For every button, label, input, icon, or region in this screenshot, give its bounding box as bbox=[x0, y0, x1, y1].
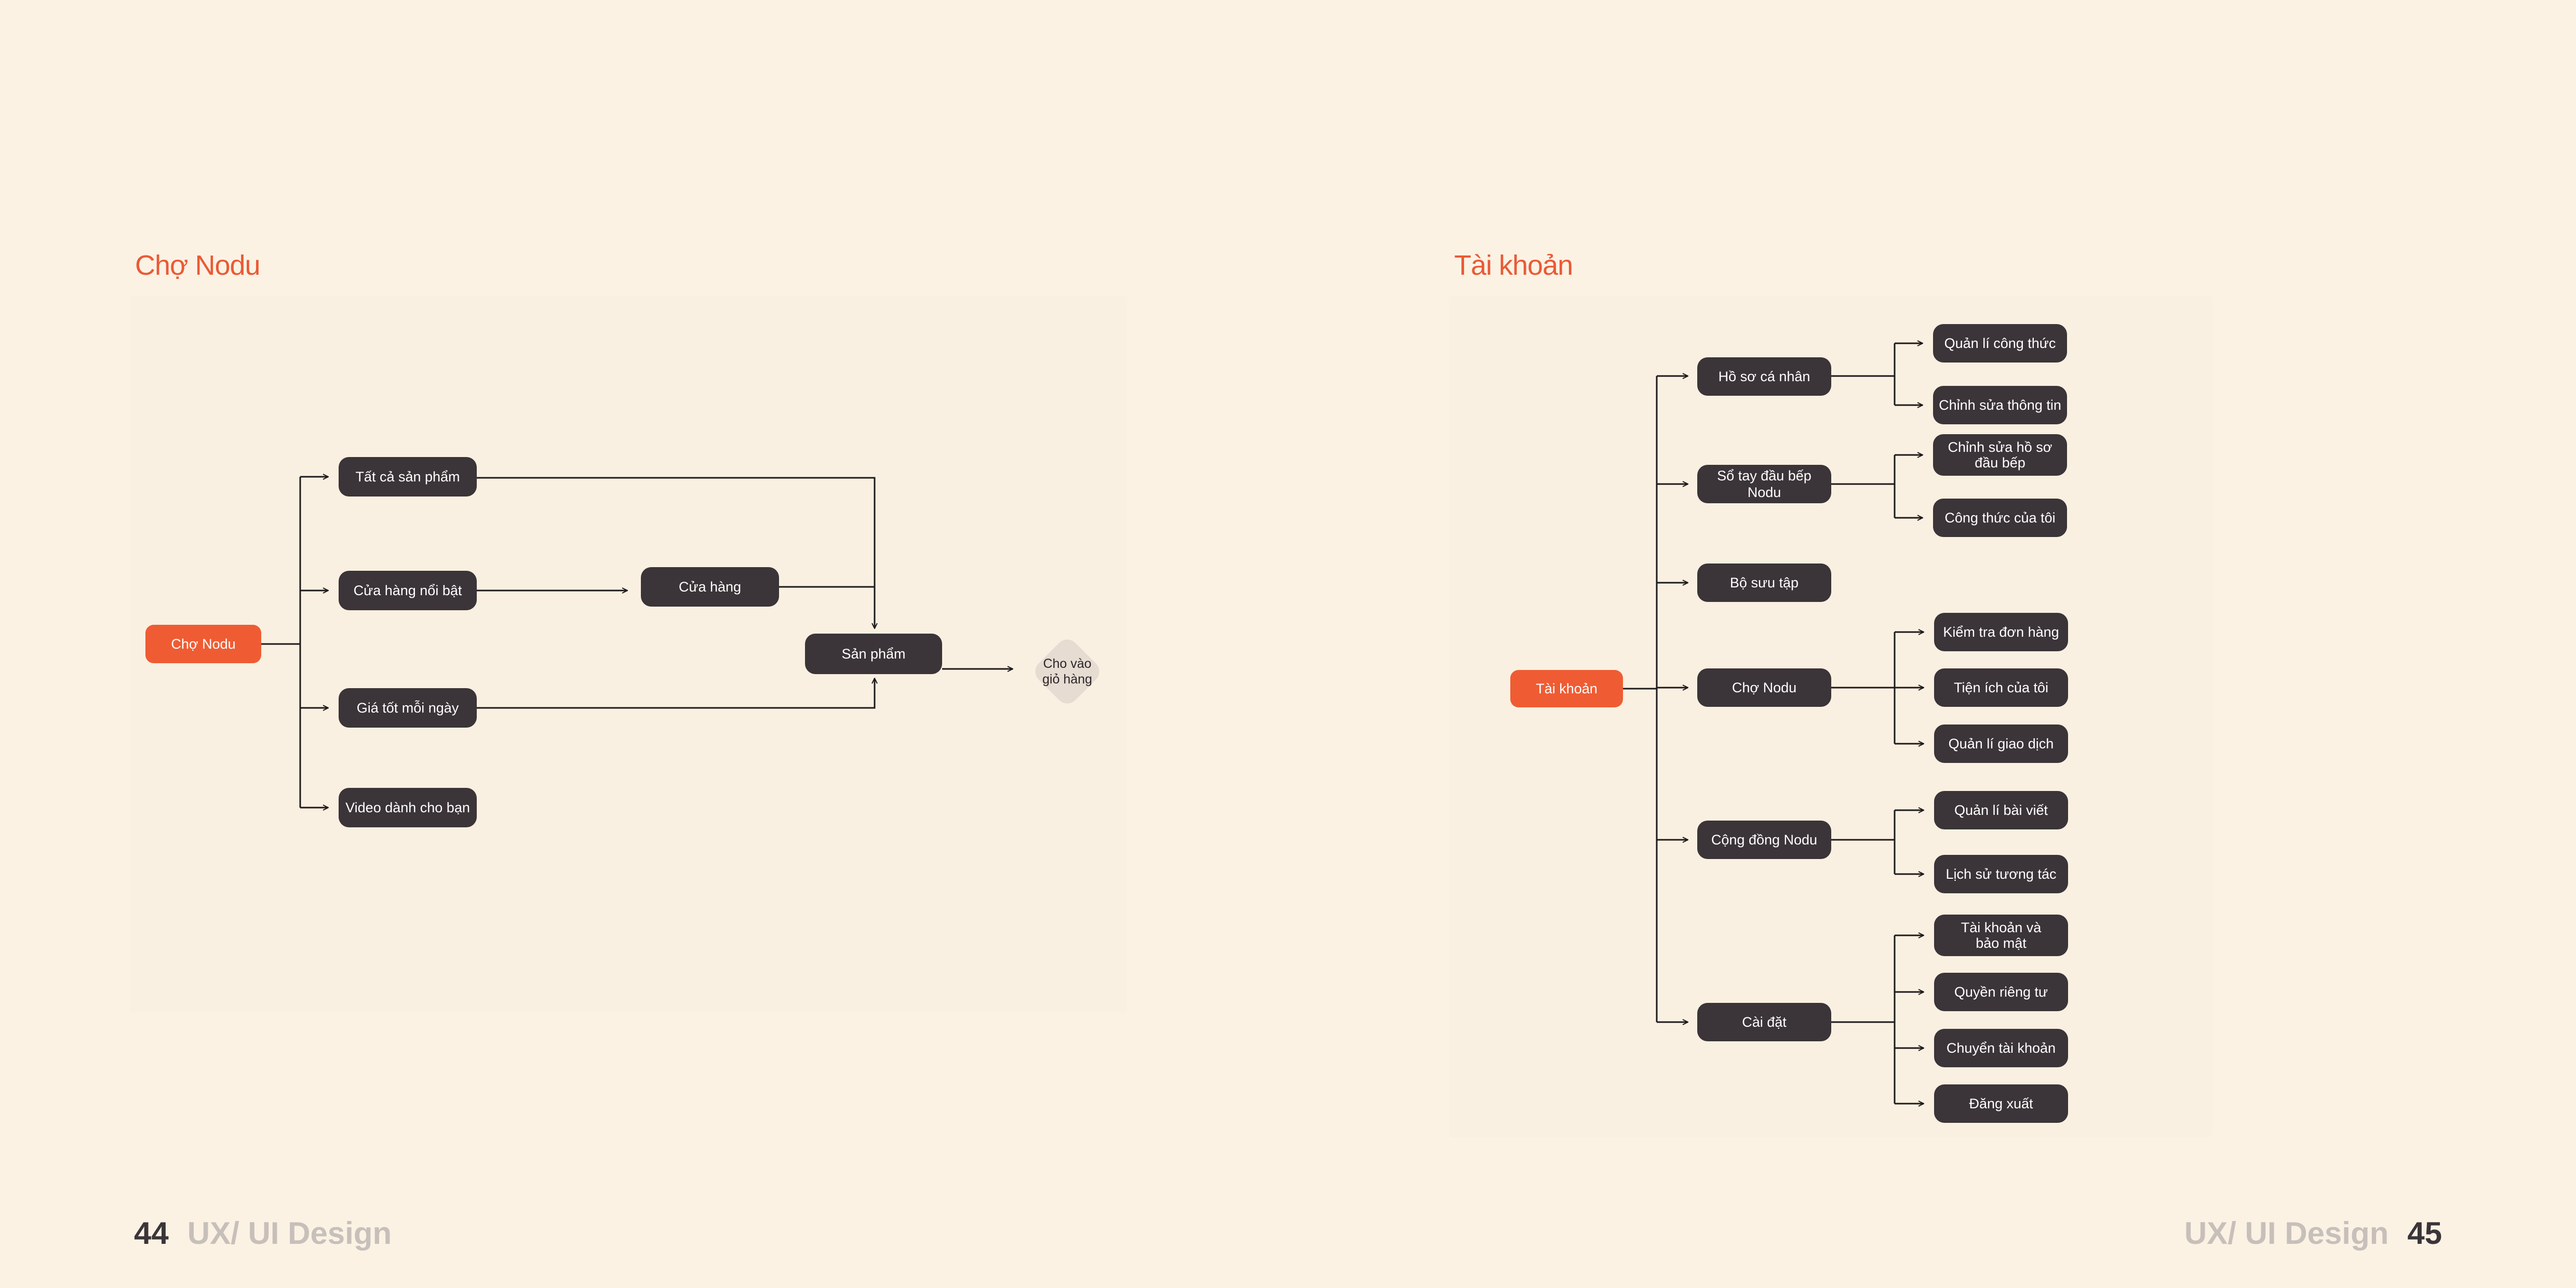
footer-left: 44 UX/ UI Design bbox=[134, 1215, 392, 1251]
decision-label: Cho vào giỏ hàng bbox=[1042, 656, 1092, 687]
node-cong-thuc-cua-toi[interactable]: Công thức của tôi bbox=[1933, 499, 2067, 537]
node-quan-li-bai-viet[interactable]: Quản lí bài viết bbox=[1934, 791, 2068, 829]
node-so-tay-dau-bep-nodu[interactable]: Sổ tay đầu bếp Nodu bbox=[1697, 465, 1831, 503]
node-tai-khoan-va-bao-mat[interactable]: Tài khoản và bảo mật bbox=[1934, 915, 2068, 956]
node-chuyen-tai-khoan[interactable]: Chuyển tài khoản bbox=[1934, 1029, 2068, 1067]
section-title-tai-khoan: Tài khoản bbox=[1454, 250, 1573, 281]
diagram-panel-tai-khoan bbox=[1449, 296, 2212, 1137]
node-cai-dat[interactable]: Cài đặt bbox=[1697, 1003, 1831, 1041]
section-title-cho-nodu: Chợ Nodu bbox=[135, 250, 261, 281]
node-root-tai-khoan[interactable]: Tài khoản bbox=[1510, 670, 1623, 707]
node-quan-li-giao-dich[interactable]: Quản lí giao dịch bbox=[1934, 725, 2068, 763]
node-cua-hang[interactable]: Cửa hàng bbox=[641, 567, 779, 607]
node-cho-nodu[interactable]: Chợ Nodu bbox=[1697, 668, 1831, 707]
node-video-danh-cho-ban[interactable]: Video dành cho bạn bbox=[339, 788, 477, 827]
page-number-left: 44 bbox=[134, 1216, 169, 1251]
decision-cho-vao-gio-hang[interactable]: Cho vào giỏ hàng bbox=[1028, 633, 1106, 710]
node-ho-so-ca-nhan[interactable]: Hồ sơ cá nhân bbox=[1697, 357, 1831, 396]
node-cong-dong-nodu[interactable]: Cộng đồng Nodu bbox=[1697, 821, 1831, 859]
node-tien-ich-cua-toi[interactable]: Tiện ích của tôi bbox=[1934, 668, 2068, 707]
node-root-cho-nodu[interactable]: Chợ Nodu bbox=[145, 625, 261, 663]
node-chinh-sua-ho-so-dau-bep[interactable]: Chỉnh sửa hồ sơ đầu bếp bbox=[1933, 434, 2067, 476]
footer-label-left: UX/ UI Design bbox=[187, 1216, 392, 1251]
node-lich-su-tuong-tac[interactable]: Lịch sử tương tác bbox=[1934, 855, 2068, 893]
footer-label-right: UX/ UI Design bbox=[2184, 1216, 2389, 1251]
node-tat-ca-san-pham[interactable]: Tất cả sản phẩm bbox=[339, 457, 477, 497]
diagram-panel-cho-nodu bbox=[130, 296, 1127, 1013]
node-chinh-sua-thong-tin[interactable]: Chỉnh sửa thông tin bbox=[1933, 386, 2067, 424]
footer-right: UX/ UI Design 45 bbox=[2184, 1215, 2442, 1251]
page-number-right: 45 bbox=[2407, 1216, 2442, 1251]
node-cua-hang-noi-bat[interactable]: Cửa hàng nổi bật bbox=[339, 571, 477, 610]
node-kiem-tra-don-hang[interactable]: Kiểm tra đơn hàng bbox=[1934, 613, 2068, 651]
node-quan-li-cong-thuc[interactable]: Quản lí công thức bbox=[1933, 324, 2067, 363]
node-quyen-rieng-tu[interactable]: Quyền riêng tư bbox=[1934, 973, 2068, 1011]
node-gia-tot-moi-ngay[interactable]: Giá tốt mỗi ngày bbox=[339, 688, 477, 728]
node-dang-xuat[interactable]: Đăng xuất bbox=[1934, 1084, 2068, 1123]
node-san-pham[interactable]: Sản phẩm bbox=[805, 634, 942, 674]
node-bo-suu-tap[interactable]: Bộ sưu tập bbox=[1697, 564, 1831, 602]
